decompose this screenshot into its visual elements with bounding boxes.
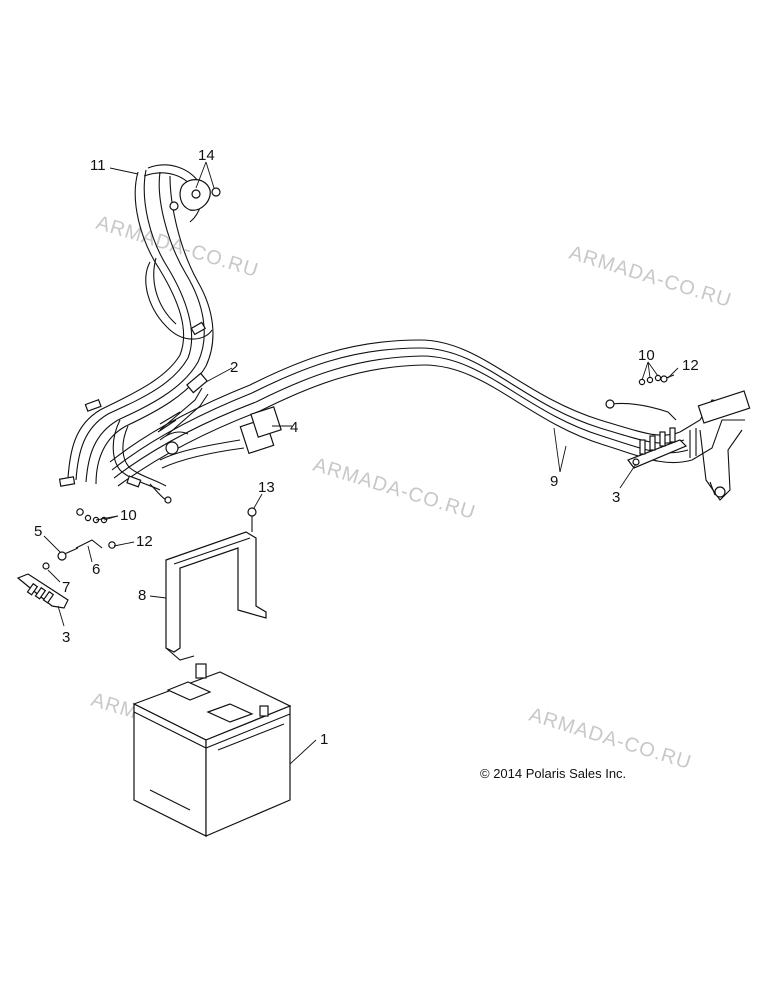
callout-10-left: 10	[120, 507, 137, 524]
callout-1: 1	[320, 731, 328, 748]
watermark-2: ARMADA-CO.RU	[567, 242, 735, 312]
callout-6: 6	[92, 561, 100, 578]
callout-2: 2	[230, 359, 238, 376]
callout-12-right: 12	[682, 357, 699, 374]
main-battery-cable	[109, 339, 693, 487]
callout-13: 13	[258, 479, 275, 496]
leader-lines	[43, 161, 679, 765]
callout-9: 9	[550, 473, 558, 490]
watermark-3: ARMADA-CO.RU	[311, 454, 479, 524]
callout-10-right: 10	[638, 347, 655, 364]
callout-14: 14	[198, 147, 215, 164]
left-small-parts	[16, 508, 116, 609]
callout-3-right: 3	[612, 489, 620, 506]
callout-8: 8	[138, 587, 146, 604]
harness-assembly	[58, 164, 282, 504]
callouts: 11 14 2 4 9 3 10 12 13 10 12 5 6 7 3 8 1	[34, 147, 699, 748]
callout-4: 4	[290, 419, 298, 436]
callout-5: 5	[34, 523, 42, 540]
callout-3-left: 3	[62, 629, 70, 646]
copyright-text: © 2014 Polaris Sales Inc.	[480, 766, 626, 781]
callout-7: 7	[62, 579, 70, 596]
right-terminal-assembly	[605, 374, 751, 501]
watermark-5: ARMADA-CO.RU	[527, 704, 695, 774]
battery	[132, 663, 292, 837]
callout-12-left: 12	[136, 533, 153, 550]
battery-bracket	[165, 507, 267, 661]
callout-11: 11	[90, 157, 106, 174]
watermark-1: ARMADA-CO.RU	[94, 212, 262, 282]
